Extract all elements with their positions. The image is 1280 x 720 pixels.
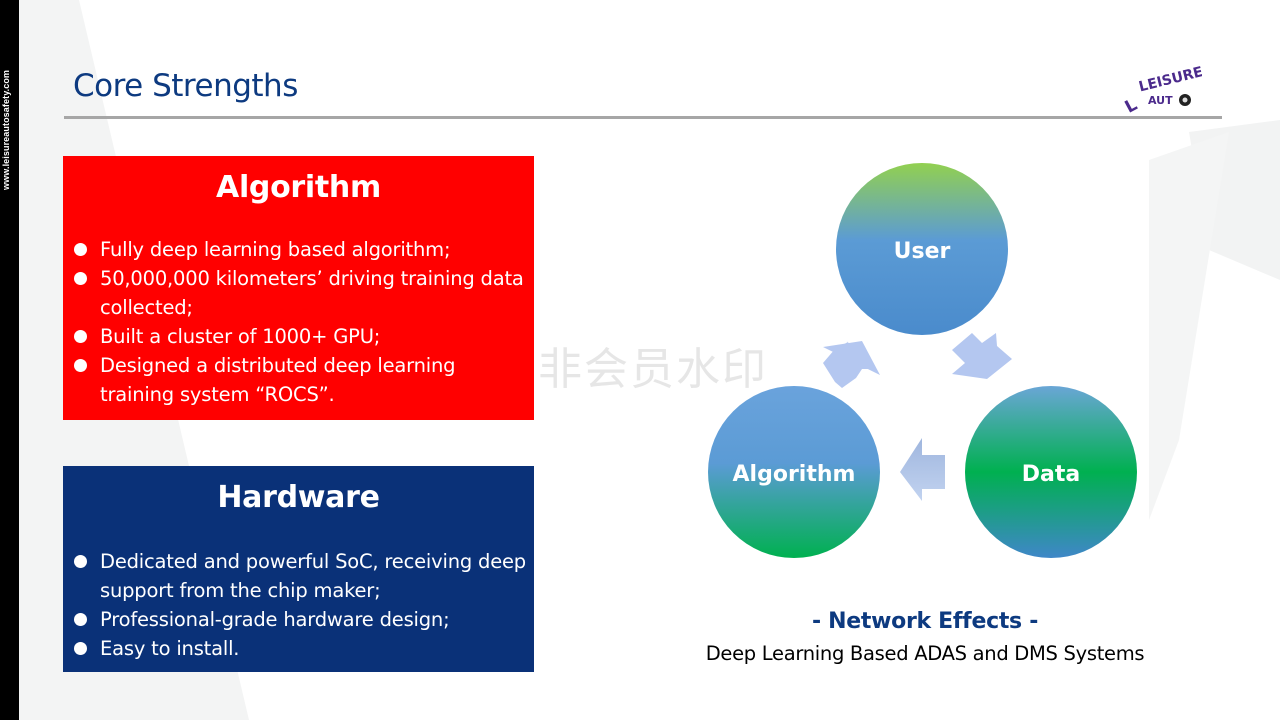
- arrow-data-to-algorithm: [900, 438, 945, 501]
- page-title: Core Strengths: [73, 68, 298, 104]
- data-circle: [965, 386, 1137, 558]
- bullet-icon: [74, 613, 87, 626]
- arrow-user-to-data: [952, 333, 1012, 379]
- data-label: Data: [1022, 462, 1080, 487]
- tire-icon: [1179, 94, 1191, 106]
- hardware-panel: Hardware Dedicated and powerful SoC, rec…: [63, 466, 534, 672]
- watermark: 非会员水印: [538, 344, 768, 395]
- list-item: Dedicated and powerful SoC, receiving de…: [71, 547, 528, 605]
- node-user: User: [836, 163, 1008, 335]
- hardware-list: Dedicated and powerful SoC, receiving de…: [63, 547, 534, 663]
- user-label: User: [894, 239, 951, 264]
- algorithm-list: Fully deep learning based algorithm; 50,…: [63, 235, 534, 409]
- caption-title: - Network Effects -: [811, 609, 1039, 634]
- bullet-icon: [74, 359, 87, 372]
- bullet-icon: [74, 243, 87, 256]
- logo-text-line2: AUT: [1148, 94, 1173, 107]
- list-item: Built a cluster of 1000+ GPU;: [71, 322, 528, 351]
- website-url: www.leisureautosafety.com: [1, 69, 11, 190]
- title-divider: [64, 116, 1222, 119]
- leisure-auto-logo: L LEISURE AUT: [1122, 64, 1202, 114]
- logo-letter-l: L: [1122, 95, 1141, 114]
- bullet-icon: [74, 330, 87, 343]
- bullet-icon: [74, 555, 87, 568]
- algorithm-circle: [708, 386, 880, 558]
- algorithm-label: Algorithm: [733, 462, 856, 487]
- user-circle: [836, 163, 1008, 335]
- arrow-head-algorithm-to-user: [823, 341, 880, 375]
- algorithm-panel-title: Algorithm: [216, 170, 381, 205]
- bg-right-shard: [1149, 132, 1229, 520]
- caption-subtitle: Deep Learning Based ADAS and DMS Systems: [705, 642, 1145, 665]
- list-item: Designed a distributed deep learning tra…: [71, 351, 528, 409]
- node-data: Data: [965, 386, 1137, 558]
- list-item: Fully deep learning based algorithm;: [71, 235, 528, 264]
- node-algorithm: Algorithm: [708, 386, 880, 558]
- side-strip: www.leisureautosafety.com: [0, 0, 19, 720]
- hardware-panel-title: Hardware: [217, 480, 380, 515]
- arrow-algorithm-to-user: [823, 341, 869, 388]
- bullet-icon: [74, 272, 87, 285]
- list-item: Professional-grade hardware design;: [71, 605, 528, 634]
- logo-text-line1: LEISURE: [1137, 64, 1202, 95]
- list-item: Easy to install.: [71, 634, 528, 663]
- bullet-icon: [74, 642, 87, 655]
- network-effects-diagram: User Data Algorithm: [708, 163, 1137, 558]
- algorithm-panel: Algorithm Fully deep learning based algo…: [63, 156, 534, 420]
- list-item: 50,000,000 kilometers’ driving training …: [71, 264, 528, 322]
